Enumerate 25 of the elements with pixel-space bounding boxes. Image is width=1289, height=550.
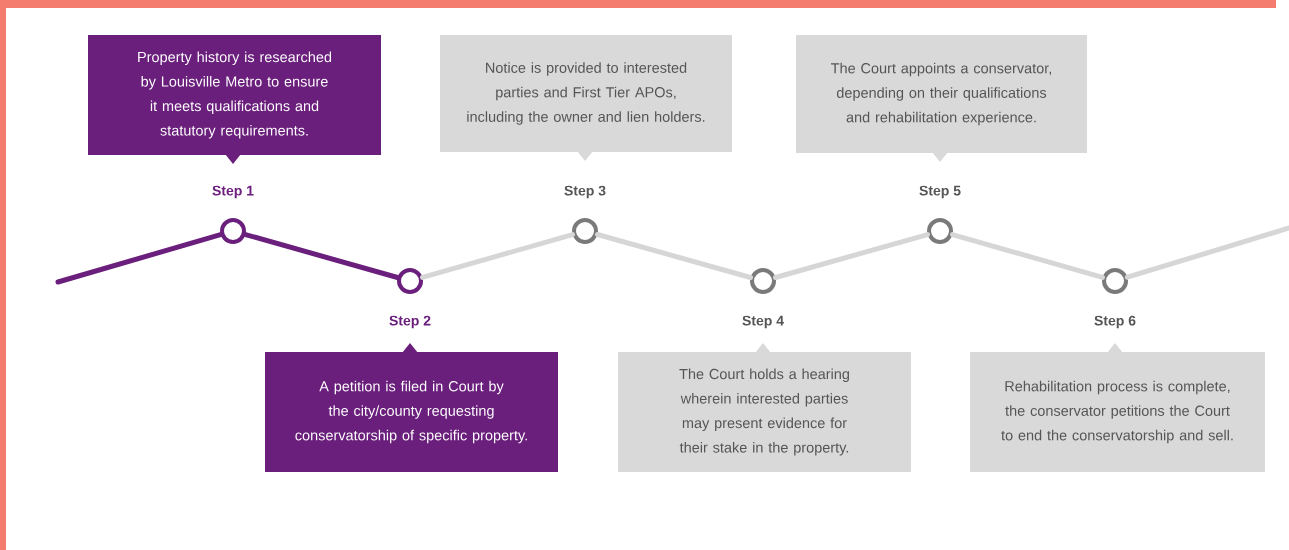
step-circle: [750, 268, 776, 294]
step-label: Step 5: [919, 185, 961, 199]
timeline-line: [55, 232, 224, 285]
step-label: Step 4: [742, 315, 784, 329]
timeline-line: [420, 232, 575, 280]
step-circle: [927, 218, 953, 244]
step-circle: [397, 268, 423, 294]
step-circle: [1102, 268, 1128, 294]
step-label: Step 6: [1094, 315, 1136, 329]
step-label: Step 2: [389, 315, 431, 329]
timeline-line: [595, 232, 753, 280]
callout-box: Rehabilitation process is complete, the conservator petitions the Court to end the conservatorship and sell.: [970, 343, 1265, 472]
timeline-line: [243, 232, 400, 280]
callout-box: Property history is researched by Louisville Metro to ensure it meets qualifications and statutory requirements.: [88, 35, 381, 164]
timeline-line: [950, 232, 1105, 280]
step-circle: [572, 218, 598, 244]
callout-box: Notice is provided to interested parties and First Tier APOs, including the owner and lien holders.: [440, 35, 732, 161]
step-label: Step 1: [212, 185, 254, 199]
callout-box: A petition is filed in Court by the city/county requesting conservatorship of specific property.: [265, 343, 558, 472]
step-label: Step 3: [564, 185, 606, 199]
timeline-line: [1124, 225, 1289, 280]
timeline-line: [773, 232, 930, 280]
step-circle: [220, 218, 246, 244]
callout-box: The Court holds a hearing wherein interested parties may present evidence for their stake in the property.: [618, 343, 911, 472]
callout-box: The Court appoints a conservator, depending on their qualifications and rehabilitation experience.: [796, 35, 1087, 162]
